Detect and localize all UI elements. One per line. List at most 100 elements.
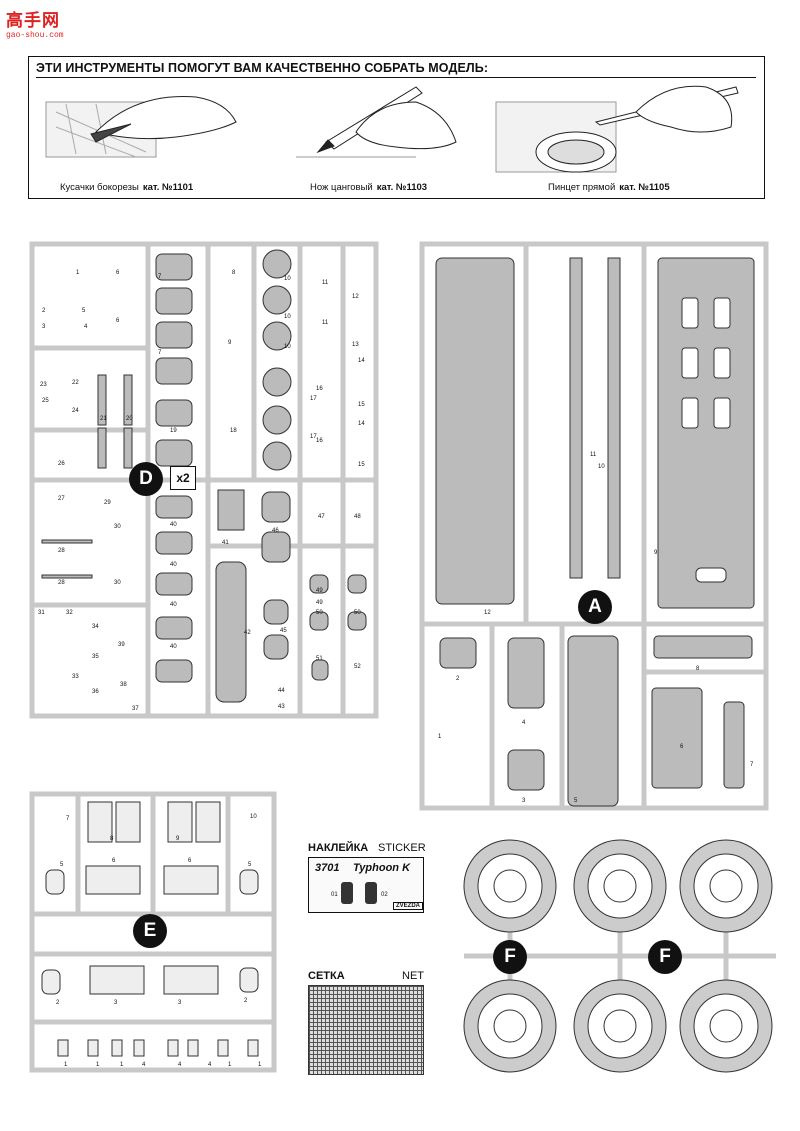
svg-text:1: 1 — [258, 1062, 262, 1068]
site-watermark: 高手网 gao-shou.com — [6, 6, 76, 40]
svg-text:7: 7 — [66, 816, 70, 822]
svg-text:40: 40 — [170, 562, 177, 568]
svg-text:4: 4 — [208, 1062, 212, 1068]
svg-text:2: 2 — [42, 308, 46, 314]
sticker-decal-1 — [341, 882, 353, 904]
svg-text:41: 41 — [222, 540, 229, 546]
sticker-label-01: 01 — [331, 892, 338, 898]
svg-text:9: 9 — [654, 550, 658, 556]
side-cutters-illustration — [45, 95, 237, 158]
svg-text:8: 8 — [696, 666, 700, 672]
svg-text:3: 3 — [42, 324, 46, 330]
hobby-knife-illustration — [296, 86, 457, 158]
svg-text:24: 24 — [72, 408, 79, 414]
svg-text:47: 47 — [318, 514, 325, 520]
svg-text:1: 1 — [120, 1062, 124, 1068]
svg-text:17: 17 — [310, 434, 317, 440]
sticker-title-en: STICKER — [378, 842, 426, 854]
sprue-d-label: D — [129, 462, 163, 496]
svg-text:11: 11 — [590, 452, 597, 458]
svg-text:4: 4 — [522, 720, 526, 726]
photo-etched-net — [308, 985, 424, 1075]
svg-text:6: 6 — [680, 744, 684, 750]
svg-text:12: 12 — [484, 610, 491, 616]
svg-text:19: 19 — [170, 428, 177, 434]
svg-text:15: 15 — [358, 462, 365, 468]
sticker-brand: ZVEZDA — [393, 902, 423, 910]
svg-text:16: 16 — [316, 386, 323, 392]
svg-text:40: 40 — [170, 602, 177, 608]
svg-text:38: 38 — [120, 682, 127, 688]
svg-text:6: 6 — [116, 270, 120, 276]
svg-text:4: 4 — [84, 324, 88, 330]
net-title-en: NET — [402, 970, 424, 982]
svg-text:10: 10 — [284, 276, 291, 282]
svg-text:4: 4 — [142, 1062, 146, 1068]
svg-text:27: 27 — [58, 496, 65, 502]
svg-text:1: 1 — [64, 1062, 68, 1068]
svg-text:11: 11 — [322, 280, 329, 286]
svg-text:37: 37 — [132, 706, 139, 712]
sprue-f-wheels — [463, 839, 773, 1073]
svg-text:6: 6 — [188, 858, 192, 864]
svg-text:20: 20 — [126, 416, 133, 422]
svg-text:9: 9 — [176, 836, 180, 842]
svg-text:40: 40 — [170, 644, 177, 650]
svg-text:42: 42 — [244, 630, 251, 636]
svg-text:3: 3 — [114, 1000, 118, 1006]
sticker-sheet: 3701 Typhoon K 01 02 ZVEZDA — [308, 857, 424, 913]
sprue-a-label: A — [578, 590, 612, 624]
svg-text:23: 23 — [40, 382, 47, 388]
svg-text:11: 11 — [322, 320, 329, 326]
tools-title: ЭТИ ИНСТРУМЕНТЫ ПОМОГУТ ВАМ КАЧЕСТВЕННО … — [36, 61, 489, 75]
svg-text:2: 2 — [456, 676, 460, 682]
svg-text:49: 49 — [316, 600, 323, 606]
svg-text:30: 30 — [114, 524, 121, 530]
svg-text:6: 6 — [116, 318, 120, 324]
svg-text:52: 52 — [354, 664, 361, 670]
svg-text:5: 5 — [60, 862, 64, 868]
svg-text:10: 10 — [250, 814, 257, 820]
svg-text:29: 29 — [104, 500, 111, 506]
svg-text:40: 40 — [170, 522, 177, 528]
svg-text:9: 9 — [228, 340, 232, 346]
sprue-d-multiplier: x2 — [170, 466, 196, 490]
svg-text:25: 25 — [42, 398, 49, 404]
svg-text:17: 17 — [310, 396, 317, 402]
svg-text:1: 1 — [76, 270, 80, 276]
svg-text:50: 50 — [316, 610, 323, 616]
svg-text:44: 44 — [278, 688, 285, 694]
sprue-e-label: E — [133, 914, 167, 948]
svg-text:8: 8 — [110, 836, 114, 842]
svg-text:50: 50 — [354, 610, 361, 616]
svg-text:39: 39 — [118, 642, 125, 648]
svg-text:32: 32 — [66, 610, 73, 616]
svg-text:48: 48 — [354, 514, 361, 520]
svg-text:5: 5 — [248, 862, 252, 868]
svg-text:28: 28 — [58, 548, 65, 554]
svg-text:15: 15 — [358, 402, 365, 408]
svg-text:31: 31 — [38, 610, 45, 616]
svg-text:49: 49 — [316, 588, 323, 594]
tweezers-illustration — [495, 85, 739, 173]
svg-text:46: 46 — [272, 528, 279, 534]
svg-text:30: 30 — [114, 580, 121, 586]
sprue-f-label-left: F — [493, 940, 527, 974]
svg-text:1: 1 — [228, 1062, 232, 1068]
svg-text:14: 14 — [358, 421, 365, 427]
svg-text:33: 33 — [72, 674, 79, 680]
svg-text:16: 16 — [316, 438, 323, 444]
tools-panel — [28, 56, 765, 199]
svg-text:1: 1 — [438, 734, 442, 740]
svg-text:18: 18 — [230, 428, 237, 434]
sticker-title-ru: НАКЛЕЙКА — [308, 842, 369, 854]
svg-text:28: 28 — [58, 580, 65, 586]
